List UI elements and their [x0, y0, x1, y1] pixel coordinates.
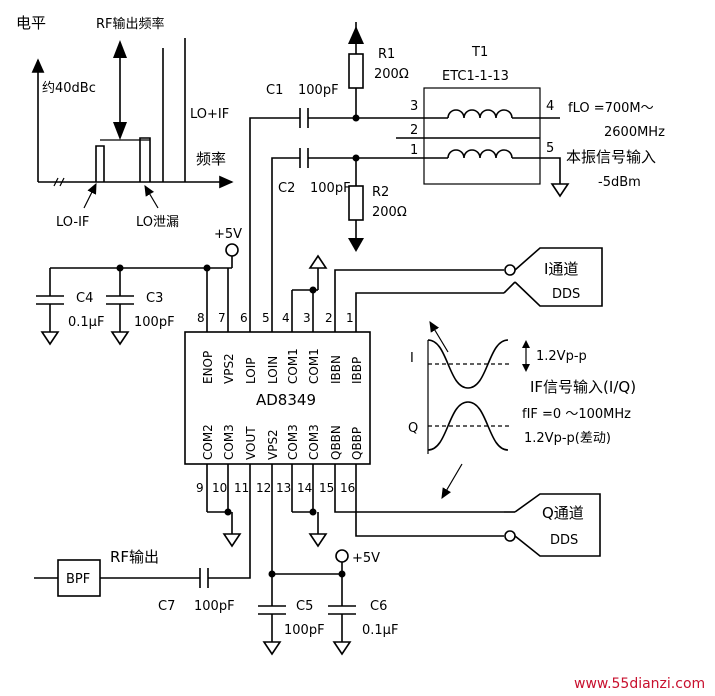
pin-num-7: 7 — [218, 311, 226, 325]
lo-input-network: C1 100pF C2 100pF R1 200Ω R2 200Ω — [249, 22, 665, 305]
t1-pin-5: 5 — [546, 141, 554, 156]
ic-name: AD8349 — [256, 391, 316, 409]
i-dds-label: DDS — [552, 287, 580, 302]
lo-level: -5dBm — [598, 175, 641, 190]
c3-name: C3 — [146, 291, 163, 306]
r2-name: R2 — [372, 185, 389, 200]
lo-plus-if-label: LO+IF — [190, 107, 229, 122]
rf-out-label: RF输出 — [110, 548, 159, 566]
c4-name: C4 — [76, 291, 93, 306]
t1-pin-4: 4 — [546, 99, 554, 114]
c5-name: C5 — [296, 599, 313, 614]
c5-value: 100pF — [284, 623, 325, 638]
pin-name-com1-a: COM1 — [286, 348, 300, 384]
c1-value: 100pF — [298, 83, 339, 98]
pin-name-com3-c: COM3 — [307, 424, 321, 460]
t1-pin-2: 2 — [410, 123, 418, 138]
lo-freq-range-end: 2600MHz — [604, 125, 665, 140]
pin-num-6: 6 — [240, 311, 248, 325]
pin-num-2: 2 — [325, 311, 333, 325]
com1-ground — [291, 254, 328, 305]
supply-label-top: +5V — [214, 227, 242, 242]
supply-label-bottom: +5V — [352, 551, 380, 566]
pin-num-13: 13 — [276, 481, 291, 495]
pin-name-ibbn: IBBN — [329, 355, 343, 384]
pin-name-ibbp: IBBP — [350, 357, 364, 384]
r2-value: 200Ω — [372, 205, 407, 220]
pin-name-com2: COM2 — [201, 424, 215, 460]
c1-name: C1 — [266, 83, 283, 98]
pin-name-vout: VOUT — [244, 426, 258, 460]
c4-value: 0.1μF — [68, 315, 104, 330]
i-channel-label: I通道 — [544, 260, 578, 278]
q-channel-label: Q通道 — [542, 504, 584, 522]
pin-name-com1-b: COM1 — [307, 348, 321, 384]
r1-value: 200Ω — [374, 67, 409, 82]
t1-pin-1: 1 — [410, 143, 418, 158]
lo-input-label: 本振信号输入 — [566, 148, 656, 166]
axis-level-label: 电平 — [16, 14, 46, 32]
pin-num-4: 4 — [282, 311, 290, 325]
pin-num-11: 11 — [234, 481, 249, 495]
t1-name: T1 — [471, 45, 488, 60]
pin-num-1: 1 — [346, 311, 354, 325]
watermark: www.55dianzi.com — [574, 676, 705, 692]
pin-num-3: 3 — [303, 311, 311, 325]
q-dds-label: DDS — [550, 533, 578, 548]
pin-name-loin: LOIN — [266, 356, 280, 384]
c7-value: 100pF — [194, 599, 235, 614]
ad8349-ic: AD8349 8 7 6 5 4 3 2 1 ENOP VPS2 LOIP LO… — [184, 305, 371, 498]
pin-name-com3-b: COM3 — [286, 424, 300, 460]
pin-name-vps2-top: VPS2 — [222, 353, 236, 384]
c6-value: 0.1μF — [362, 623, 398, 638]
if-input-title: IF信号输入(I/Q) — [530, 378, 636, 396]
c3-value: 100pF — [134, 315, 175, 330]
if-freq: fIF =0 ～100MHz — [522, 407, 631, 422]
pin-num-16: 16 — [340, 481, 355, 495]
pin-num-9: 9 — [196, 481, 204, 495]
pin-name-qbbn: QBBN — [329, 425, 343, 460]
pin-name-loip: LOIP — [244, 358, 258, 384]
i-wave-label: I — [410, 351, 414, 366]
bottom-grounds — [206, 498, 328, 548]
ratio-label: 约40dBc — [42, 81, 96, 96]
if-amp-diff: 1.2Vp-p(差动) — [524, 431, 611, 446]
pin-num-12: 12 — [256, 481, 271, 495]
axis-freq-label: 频率 — [196, 150, 226, 168]
pin-name-vps2-bottom: VPS2 — [266, 429, 280, 460]
ic-bottom-pins: 9 10 11 12 13 14 15 16 COM2 COM3 VOUT VP… — [196, 424, 364, 498]
t1-part: ETC1-1-13 — [442, 69, 509, 84]
pin-num-10: 10 — [212, 481, 227, 495]
c2-value: 100pF — [310, 181, 351, 196]
q-channel-dds: Q通道 DDS — [334, 493, 601, 557]
i-channel-dds: I通道 DDS — [334, 247, 603, 307]
bpf-label: BPF — [66, 572, 90, 587]
pin-name-enop: ENOP — [201, 351, 215, 384]
c7-name: C7 — [158, 599, 175, 614]
pin-name-com3-a: COM3 — [222, 424, 236, 460]
lo-leak-label: LO泄漏 — [136, 214, 179, 230]
pin-num-5: 5 — [262, 311, 270, 325]
pin-name-qbbp: QBBP — [350, 427, 364, 460]
lo-freq: fLO =700M～ — [568, 101, 654, 116]
lo-minus-if-label: LO-IF — [56, 215, 89, 230]
q-wave-label: Q — [408, 421, 418, 436]
rf-out-freq-label: RF输出频率 — [96, 16, 165, 32]
pin-num-15: 15 — [319, 481, 334, 495]
ic-top-pins: 8 7 6 5 4 3 2 1 ENOP VPS2 LOIP LOIN COM1… — [197, 305, 364, 384]
c2-name: C2 — [278, 181, 295, 196]
c6-name: C6 — [370, 599, 387, 614]
top-supply-network: +5V C4 0.1μF C3 100pF — [36, 227, 242, 346]
pin-num-8: 8 — [197, 311, 205, 325]
if-signal-inset: I Q 1.2Vp-p IF信号输入(I/Q) fIF =0 ～100MHz 1… — [408, 320, 636, 500]
rf-output-network: BPF RF输出 C7 100pF — [34, 498, 251, 614]
bottom-supply-network: +5V C5 100pF C6 0.1μF — [258, 498, 398, 656]
r1-name: R1 — [378, 47, 395, 62]
t1-pin-3: 3 — [410, 99, 418, 114]
pin-num-14: 14 — [297, 481, 312, 495]
if-amp-top: 1.2Vp-p — [536, 349, 587, 364]
spectrum-inset: 电平 RF输出频率 约40dBc LO+IF 频率 LO-IF LO泄漏 — [16, 14, 234, 230]
